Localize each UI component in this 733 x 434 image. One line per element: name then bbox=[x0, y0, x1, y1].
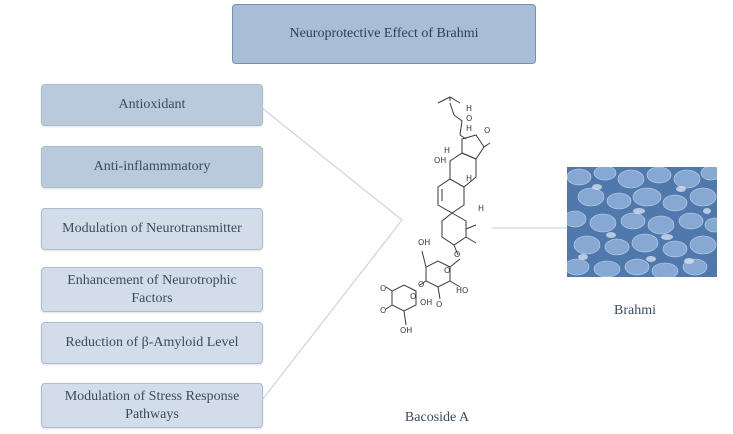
atom-label: HO bbox=[380, 306, 386, 315]
atom-label: OH bbox=[434, 156, 446, 165]
effect-amyloid-reduction: Reduction of β-Amyloid Level bbox=[41, 322, 263, 364]
atom-label: O bbox=[484, 126, 490, 135]
compound-label: Bacoside A bbox=[404, 410, 470, 425]
source-plant-label: Brahmi bbox=[614, 303, 656, 318]
atom-label: O bbox=[436, 300, 442, 309]
connector-bottom bbox=[261, 219, 403, 401]
atom-label: H bbox=[478, 204, 484, 213]
atom-label: O bbox=[418, 280, 424, 289]
atom-label: O bbox=[466, 114, 472, 123]
brahmi-leaves-image bbox=[567, 167, 717, 277]
atom-label: OH bbox=[418, 238, 430, 247]
effect-anti-inflammatory: Anti-inflammmatory bbox=[41, 146, 263, 188]
atom-label: OH bbox=[400, 326, 412, 335]
atom-label: H bbox=[466, 124, 472, 133]
atom-label: OH bbox=[420, 298, 432, 307]
effect-antioxidant: Antioxidant bbox=[41, 84, 263, 126]
atom-label: H bbox=[444, 146, 450, 155]
effect-neurotransmitter-modulation: Modulation of Neurotransmitter bbox=[41, 208, 263, 250]
atom-label: H bbox=[466, 104, 472, 113]
bacoside-a-structure-icon: H O H O OH H H H O OH O O HO O O OH HO H… bbox=[380, 96, 490, 335]
atom-label: O bbox=[410, 292, 416, 301]
connector-top bbox=[261, 107, 403, 221]
diagram-title: Neuroprotective Effect of Brahmi bbox=[232, 4, 536, 64]
atom-label: H bbox=[466, 174, 472, 183]
effect-stress-response-modulation: Modulation of Stress Response Pathways bbox=[41, 383, 263, 428]
atom-label: HO bbox=[380, 284, 386, 293]
effect-neurotrophic-enhancement: Enhancement of Neurotrophic Factors bbox=[41, 267, 263, 312]
atom-label: O bbox=[444, 266, 450, 275]
atom-label: O bbox=[454, 250, 460, 259]
atom-label: HO bbox=[456, 286, 468, 295]
